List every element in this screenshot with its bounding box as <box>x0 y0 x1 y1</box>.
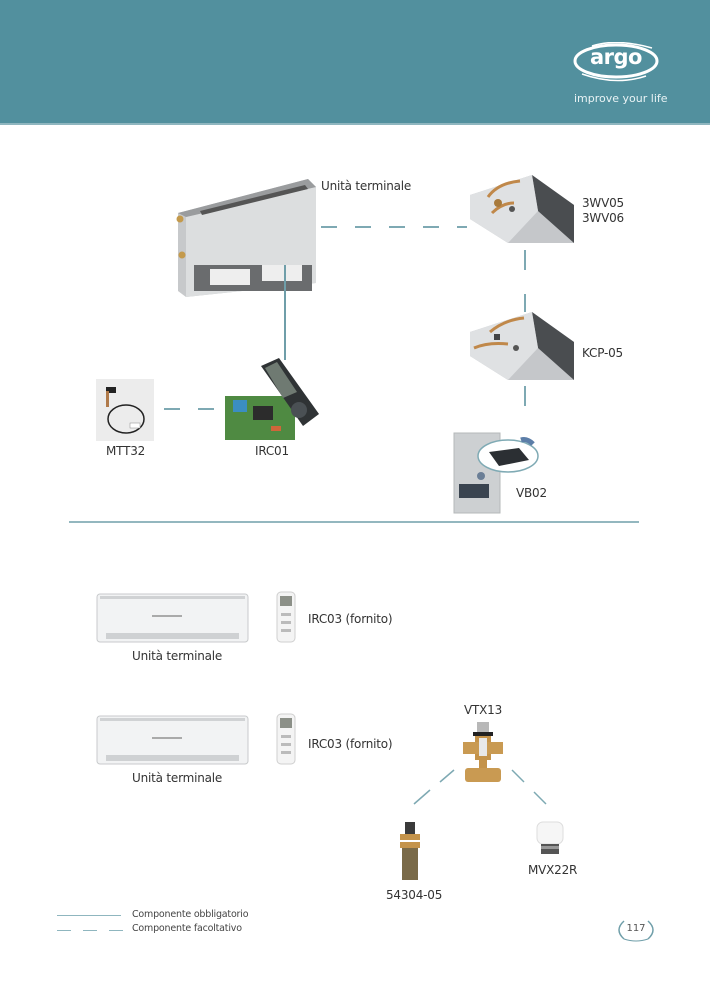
part2-label: MVX22R <box>528 863 578 877</box>
controller-board-image <box>223 356 323 442</box>
remote1-label: IRC03 (fornito) <box>308 612 393 626</box>
remote2-label: IRC03 (fornito) <box>308 737 393 751</box>
brand-name: argo <box>590 45 643 69</box>
wall-unit-image <box>96 715 249 765</box>
optional-connector <box>524 386 526 426</box>
legend-dashed-line <box>57 930 123 931</box>
valve-label-3wv06: 3WV06 <box>582 211 624 225</box>
vtx-label: VTX13 <box>464 703 503 717</box>
page-number-ellipse-icon <box>618 920 654 942</box>
vb-label: VB02 <box>516 486 547 500</box>
wall-unit-image <box>96 593 249 643</box>
page-number-badge: 117 <box>614 918 658 942</box>
valve-kit-image <box>468 173 576 243</box>
mtt-label: MTT32 <box>106 444 146 458</box>
optional-connector <box>524 250 526 312</box>
page-header: argo improve your life <box>0 0 710 125</box>
valve-label-3wv05: 3WV05 <box>582 196 624 210</box>
brand-tagline: improve your life <box>574 92 668 105</box>
page-number: 117 <box>626 923 646 934</box>
mandatory-connector <box>284 265 286 360</box>
floor-unit-image <box>170 173 320 300</box>
unit2-label: Unità terminale <box>132 771 223 785</box>
kcp-label: KCP-05 <box>582 346 623 360</box>
lockshield-valve-image <box>396 820 424 882</box>
unit1-label: Unità terminale <box>132 649 223 663</box>
drain-pan-image <box>453 432 539 514</box>
part1-label: 54304-05 <box>386 888 443 902</box>
sensor-probe-image <box>96 379 154 441</box>
optional-connector-left <box>413 769 455 805</box>
kcp-kit-image <box>468 310 576 380</box>
legend-dashed-label: Componente facoltativo <box>132 923 242 934</box>
actuator-image <box>535 820 565 858</box>
section-divider <box>69 521 639 523</box>
legend-solid-line <box>57 915 121 916</box>
optional-connector <box>321 226 467 228</box>
irc01-label: IRC01 <box>255 444 289 458</box>
optional-connector-right <box>511 769 547 805</box>
logo-ellipse-icon <box>573 42 659 82</box>
remote-control-image <box>276 591 296 643</box>
argo-logo: argo <box>572 42 664 104</box>
zone-valve-image <box>461 720 505 786</box>
optional-connector <box>164 408 224 410</box>
legend-solid-label: Componente obbligatorio <box>132 909 249 920</box>
remote-control-image <box>276 713 296 765</box>
main-unit-label: Unità terminale <box>321 179 412 193</box>
